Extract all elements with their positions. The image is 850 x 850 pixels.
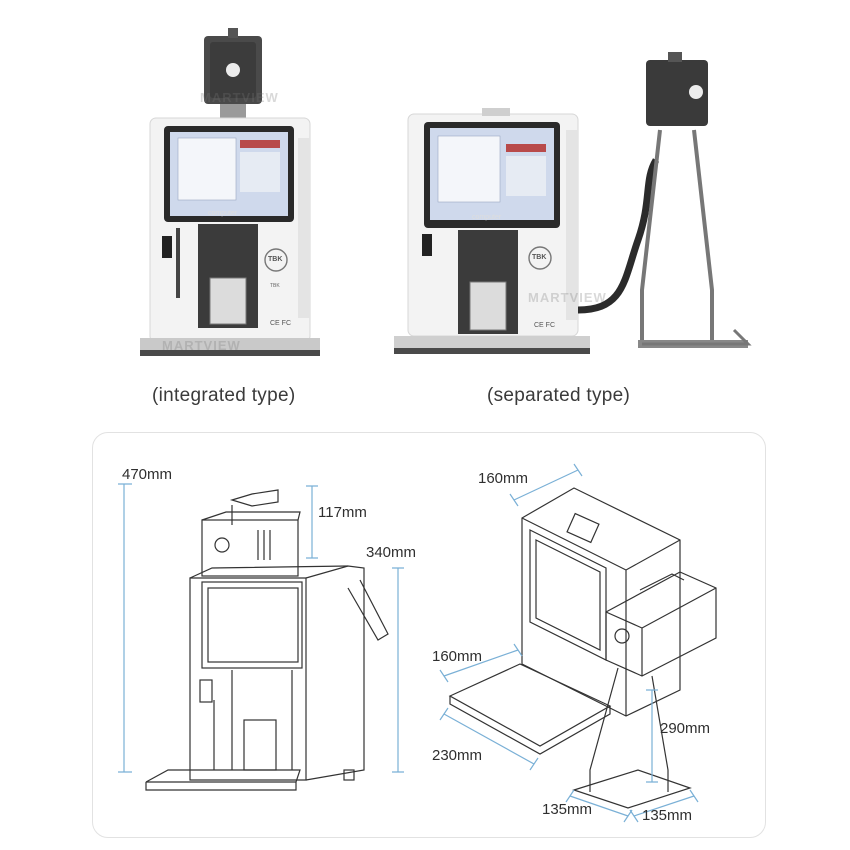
watermark: MARTVIEW [200,90,279,105]
watermark: MARTVIEW [528,290,607,305]
dim-base-depth: 230mm [432,747,483,764]
cert-label: CE FC [534,322,555,329]
cert-label: CE FC [270,320,291,327]
brand-logo: TBK [532,254,547,261]
dim-total-height: 470mm [122,466,173,483]
screen-label: computer [472,214,502,221]
dim-body-height: 340mm [366,544,417,561]
brand-logo: TBK [268,256,283,263]
dim-stand-depth: 135mm [642,807,693,824]
watermark: MARTVIEW [162,338,241,353]
caption-integrated: (integrated type) [152,385,296,406]
dim-head-height: 117mm [318,504,367,521]
screen-label: computer [208,210,238,217]
dim-stand-width: 135mm [542,801,593,818]
integrated-machine-photo: computer TBK TBK CE FC [140,28,320,358]
dim-stand-height: 290mm [660,720,711,737]
caption-separated: (separated type) [487,385,631,406]
dim-body-depth: 160mm [478,470,529,487]
separated-machine-photo: computer TBK CE FC [394,52,764,360]
dim-base-width: 160mm [432,648,483,665]
model-label: TBK [270,283,280,289]
